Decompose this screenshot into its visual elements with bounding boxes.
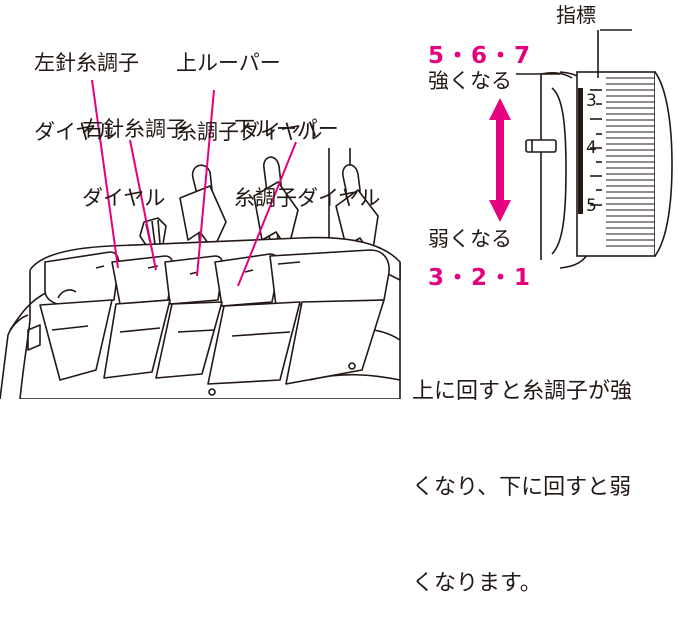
label-right-needle-line2: ダイヤル <box>82 186 166 210</box>
note-line-1: 上に回すと糸調子が強 <box>412 379 633 404</box>
thread-guide-2 <box>253 156 299 251</box>
stronger-numbers: 5・6・7 <box>428 43 533 69</box>
label-lower-looper-line1: 下ルーパー <box>234 117 339 141</box>
instruction-note: 上に回すと糸調子が強 くなり、下に回すと弱 くなります。 <box>412 312 632 632</box>
weaker-numbers: 3・2・1 <box>428 265 533 291</box>
note-line-2: くなり、下に回すと弱 <box>412 475 632 500</box>
label-lower-looper-tension-dial: 下ルーパー 糸調子ダイヤル <box>234 72 380 233</box>
label-leader-lines <box>91 79 297 287</box>
weaker-label: 弱くなる <box>428 227 512 251</box>
label-lower-looper-line2: 糸調子ダイヤル <box>234 186 381 210</box>
label-upper-looper-line1: 上ルーパー <box>176 51 281 75</box>
dial-number-4: 4 <box>586 138 597 158</box>
label-upper-looper-line2: 糸調子ダイヤル <box>176 120 323 144</box>
label-right-needle-line1: 右針糸調子 <box>82 117 187 141</box>
dial-number-5: 5 <box>586 196 597 216</box>
direction-double-arrow <box>489 98 511 222</box>
label-left-needle-tension-dial: 左針糸調子 ダイヤル <box>34 6 139 167</box>
label-right-needle-tension-dial: 右針糸調子 ダイヤル <box>82 72 187 233</box>
stronger-label: 強くなる <box>428 69 512 93</box>
machine-illustration <box>0 148 401 399</box>
note-line-3: くなります。 <box>412 571 542 596</box>
label-upper-looper-tension-dial: 上ルーパー 糸調子ダイヤル <box>176 6 322 167</box>
label-left-needle-line2: ダイヤル <box>34 120 118 144</box>
label-left-needle-line1: 左針糸調子 <box>34 51 139 75</box>
indicator-label: 指標 <box>556 3 596 27</box>
dial-illustration <box>516 29 673 269</box>
dial-number-3: 3 <box>586 91 597 111</box>
diagram-canvas: 3 4 5 <box>0 29 673 399</box>
